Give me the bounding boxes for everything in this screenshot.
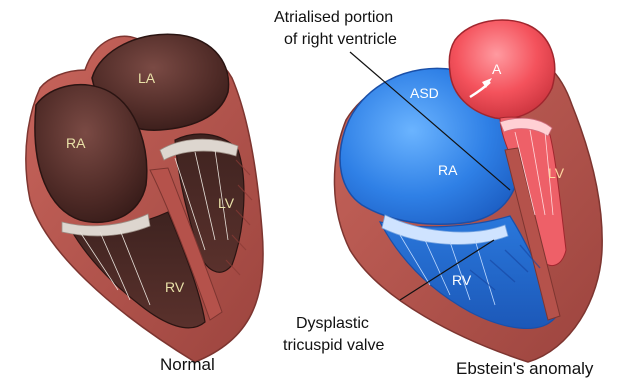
ebstein-label-lv: LV (548, 165, 565, 181)
callout-atrialised-line2: of right ventricle (284, 31, 397, 48)
normal-label-la: LA (138, 70, 156, 86)
ebstein-heart: ASD A RA LV RV (334, 20, 602, 362)
callout-dysplastic-line1: Dysplastic (296, 315, 369, 332)
caption-ebstein: Ebstein's anomaly (456, 359, 594, 378)
ebstein-label-ra: RA (438, 162, 458, 178)
callout-atrialised-line1: Atrialised portion (274, 9, 393, 26)
callout-dysplastic-line2: tricuspid valve (283, 337, 384, 354)
ebstein-label-a: A (492, 61, 502, 77)
normal-heart: LA RA LV RV (26, 34, 263, 362)
normal-label-rv: RV (165, 279, 185, 295)
normal-label-ra: RA (66, 135, 86, 151)
normal-label-lv: LV (218, 195, 235, 211)
ebstein-label-asd: ASD (410, 85, 439, 101)
ebstein-label-rv: RV (452, 272, 472, 288)
caption-normal: Normal (160, 355, 215, 374)
